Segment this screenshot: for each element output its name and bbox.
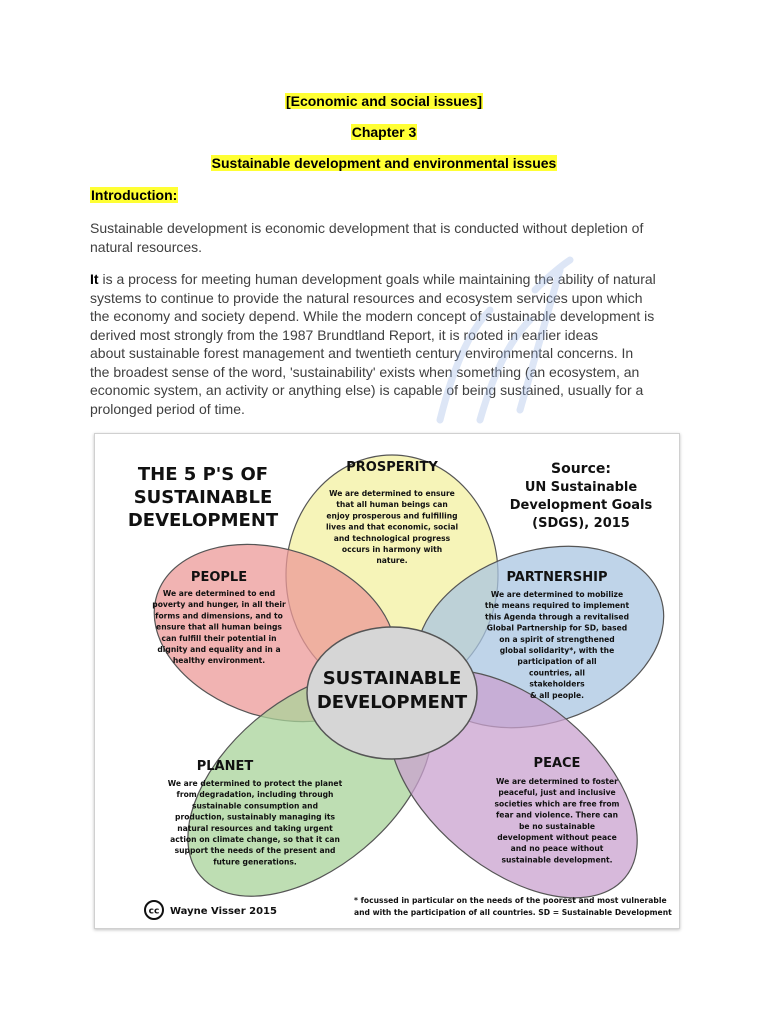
people-text-line: dignity and equality and in a	[157, 645, 280, 654]
planet-text-line: natural resources and taking urgent	[177, 824, 333, 833]
peace-text: We are determined to foster peaceful, jus…	[495, 777, 620, 864]
creative-commons-icon-text: cc	[149, 907, 160, 917]
peace-text-line: be no sustainable	[519, 822, 595, 831]
figure-footnote-line1: * focussed in particular on the needs of…	[354, 896, 667, 905]
partnership-text-line: stakeholders	[529, 680, 585, 689]
prosperity-text-line: and technological progress	[334, 534, 451, 543]
document-header-issues: [Economic and social issues]	[0, 93, 768, 111]
paragraph-line: derived most strongly from the 1987 Brun…	[90, 326, 599, 343]
label-people: PEOPLE	[191, 570, 247, 585]
source-line4: (SDGS), 2015	[532, 516, 630, 531]
paragraph-line: prolonged period of time.	[90, 400, 245, 417]
planet-text-line: from degradation, including through	[177, 790, 334, 799]
planet-text: We are determined to protect the planet f…	[168, 779, 343, 866]
partnership-text-line: on a spirit of strengthened	[499, 635, 614, 644]
planet-text-line: We are determined to protect the planet	[168, 779, 343, 788]
people-text: We are determined to end poverty and hung…	[152, 589, 286, 665]
partnership-text-line: We are determined to mobilize	[491, 590, 623, 599]
figure-title-line2: SUSTAINABLE	[134, 487, 273, 508]
partnership-text: We are determined to mobilize the means r…	[485, 590, 630, 700]
planet-text-line: future generations.	[213, 857, 297, 866]
people-text-line: poverty and hunger, in all their	[152, 600, 286, 609]
peace-text-line: fear and violence. There can	[496, 811, 618, 820]
prosperity-text-line: We are determined to ensure	[329, 489, 455, 498]
partnership-text-line: Global Partnership for SD, based	[487, 624, 628, 633]
paragraph-line: systems to continue to provide the natur…	[90, 289, 643, 306]
creative-commons-icon	[144, 900, 164, 920]
figure-title-line1: THE 5 P'S OF	[138, 464, 268, 485]
center-circle	[306, 626, 478, 760]
peace-text-line: peaceful, just and inclusive	[498, 788, 615, 797]
paragraph-line-text: is a process for meeting human developme…	[98, 271, 656, 287]
five-ps-venn-svg: SUSTAINABLE DEVELOPMENT THE 5 P'S OF SUS…	[128, 454, 672, 920]
source-line1: Source:	[551, 461, 611, 477]
document-title-text: Sustainable development and environmenta…	[210, 155, 558, 171]
paragraph-process: It is a process for meeting human develo…	[90, 270, 680, 418]
document-header-chapter: Chapter 3	[0, 124, 768, 142]
peace-text-line: We are determined to foster	[496, 777, 618, 786]
planet-text-line: action on climate change, so that it can	[170, 835, 340, 844]
people-text-line: ensure that all human beings	[156, 623, 282, 632]
paragraph-line: about sustainable forest management and …	[90, 345, 634, 361]
paragraph-lead-word: It	[90, 271, 99, 287]
source-line2: UN Sustainable	[525, 480, 638, 495]
partnership-text-line: & all people.	[530, 691, 584, 700]
partnership-text-line: the means required to implement	[485, 601, 630, 610]
prosperity-text-line: lives and that economic, social	[326, 523, 458, 532]
five-ps-diagram: SUSTAINABLE DEVELOPMENT THE 5 P'S OF SUS…	[94, 433, 680, 929]
source-line3: Development Goals	[510, 498, 653, 513]
people-text-line: forms and dimensions, and to	[155, 611, 283, 620]
paragraph-definition: Sustainable development is economic deve…	[90, 219, 680, 256]
planet-text-line: support the needs of the present and	[175, 846, 336, 855]
planet-text-line: production, sustainably managing its	[175, 813, 335, 822]
header-issues-text: [Economic and social issues]	[284, 93, 484, 109]
prosperity-text-line: nature.	[376, 556, 407, 565]
planet-text-line: sustainable consumption and	[192, 801, 318, 810]
peace-text-line: societies which are free from	[495, 799, 620, 808]
paragraph-line: Sustainable development is economic deve…	[90, 220, 644, 236]
prosperity-text-line: enjoy prosperous and fulfilling	[326, 511, 457, 520]
paragraph-line: It is a process for meeting human develo…	[90, 270, 680, 289]
peace-text-line: development without peace	[497, 833, 617, 842]
prosperity-text-line: occurs in harmony with	[342, 545, 442, 554]
people-text-line: can fulfill their potential in	[161, 634, 276, 643]
partnership-text-line: global solidarity*, with the	[500, 646, 614, 655]
center-label-line2: DEVELOPMENT	[317, 692, 468, 713]
peace-text-line: sustainable development.	[501, 855, 612, 864]
people-text-line: healthy environment.	[173, 656, 265, 665]
paragraph-line: economic system, an activity or anything…	[90, 382, 644, 398]
header-chapter-text: Chapter 3	[350, 124, 418, 140]
paragraph-line: natural resources.	[90, 238, 203, 255]
prosperity-text-line: that all human beings can	[336, 500, 448, 509]
figure-title-line3: DEVELOPMENT	[128, 510, 279, 531]
figure-author: Wayne Visser 2015	[170, 906, 277, 917]
paragraph-line: the broadest sense of the word, 'sustain…	[90, 363, 640, 380]
people-text-line: We are determined to end	[163, 589, 275, 598]
paragraph-line: the economy and society depend. While th…	[90, 308, 655, 324]
partnership-text-line: countries, all	[529, 668, 585, 677]
intro-heading: Introduction:	[90, 187, 179, 205]
label-peace: PEACE	[534, 756, 581, 771]
prosperity-text: We are determined to ensure that all huma…	[326, 489, 458, 565]
label-planet: PLANET	[197, 759, 254, 774]
document-title: Sustainable development and environmenta…	[0, 155, 768, 173]
label-prosperity: PROSPERITY	[346, 460, 438, 475]
intro-heading-text: Introduction:	[90, 187, 179, 203]
label-partnership: PARTNERSHIP	[506, 570, 607, 585]
partnership-text-line: this Agenda through a revitalised	[485, 612, 629, 621]
figure-footnote-line2: and with the participation of all countr…	[354, 908, 672, 917]
center-label-line1: SUSTAINABLE	[323, 668, 462, 689]
partnership-text-line: participation of all	[517, 657, 596, 666]
peace-text-line: and no peace without	[511, 844, 604, 853]
faint-watermark	[436, 256, 574, 424]
